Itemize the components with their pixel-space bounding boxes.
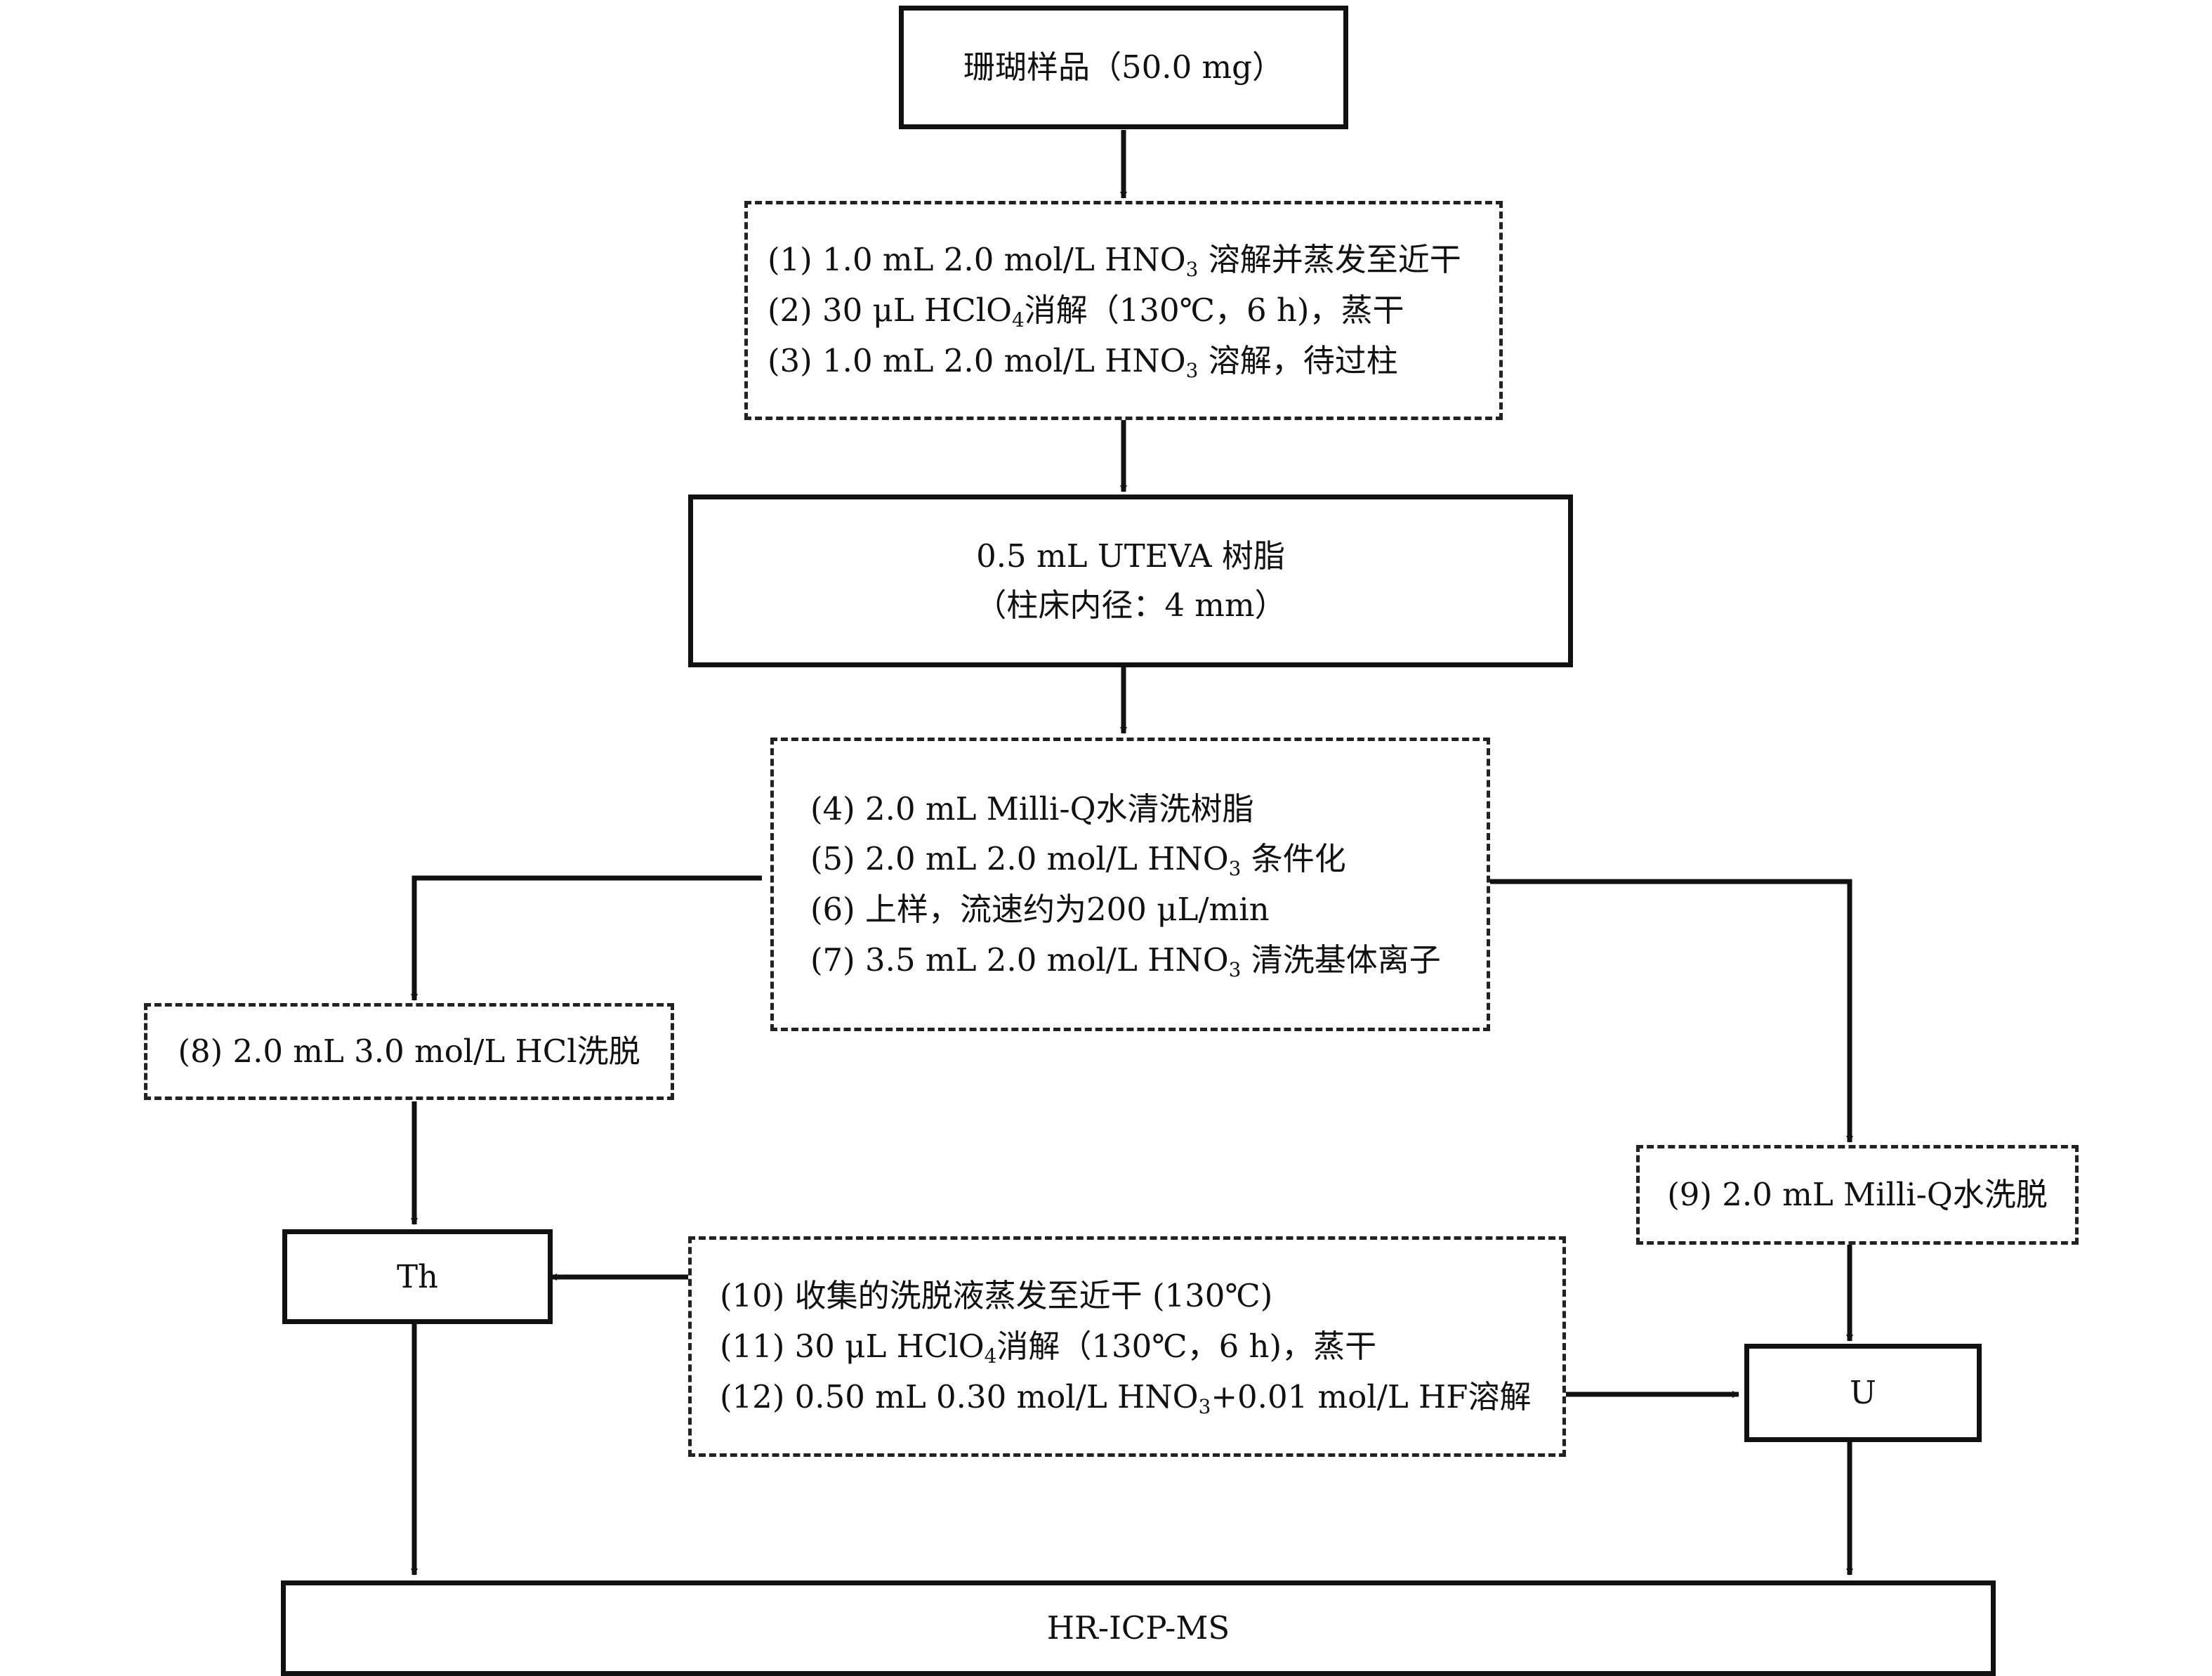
arrow-column-to-hcl bbox=[411, 875, 762, 1001]
final-step: (12) 0.50 mL 0.30 mol/L HNO3+0.01 mol/L … bbox=[720, 1377, 1532, 1418]
instrument-label: HR-ICP-MS bbox=[1046, 1609, 1230, 1647]
prep-step: (2) 30 μL HClO4消解（130℃，6 h)，蒸干 bbox=[768, 292, 1404, 332]
column-step: (7) 3.5 mL 2.0 mol/L HNO3 清洗基体离子 bbox=[810, 941, 1441, 981]
final-steps-box: (10) 收集的洗脱液蒸发至近干 (130℃) (11) 30 μL HClO4… bbox=[688, 1236, 1566, 1457]
instrument-box: HR-ICP-MS bbox=[281, 1580, 1996, 1676]
prep-steps-box: (1) 1.0 mL 2.0 mol/L HNO3 溶解并蒸发至近干 (2) 3… bbox=[744, 201, 1503, 420]
arrow-column-to-water bbox=[1482, 879, 1853, 1143]
final-step: (10) 收集的洗脱液蒸发至近干 (130℃) bbox=[720, 1277, 1273, 1315]
u-box: U bbox=[1744, 1344, 1982, 1442]
column-step: (4) 2.0 mL Milli-Q水清洗树脂 bbox=[810, 790, 1254, 827]
sample-label: 珊瑚样品（50.0 mg） bbox=[963, 48, 1284, 86]
column-steps-box: (4) 2.0 mL Milli-Q水清洗树脂 (5) 2.0 mL 2.0 m… bbox=[770, 738, 1490, 1031]
resin-line-2: （柱床内径：4 mm） bbox=[975, 587, 1286, 624]
u-elution-label: (9) 2.0 mL Milli-Q水洗脱 bbox=[1667, 1176, 2048, 1214]
column-step: (5) 2.0 mL 2.0 mol/L HNO3 条件化 bbox=[810, 840, 1346, 881]
prep-step: (1) 1.0 mL 2.0 mol/L HNO3 溶解并蒸发至近干 bbox=[768, 241, 1461, 282]
prep-step: (3) 1.0 mL 2.0 mol/L HNO3 溶解，待过柱 bbox=[768, 341, 1398, 382]
resin-line-1: 0.5 mL UTEVA 树脂 bbox=[976, 537, 1285, 575]
th-elution-box: (8) 2.0 mL 3.0 mol/L HCl洗脱 bbox=[144, 1003, 674, 1100]
th-box: Th bbox=[282, 1229, 553, 1324]
u-elution-box: (9) 2.0 mL Milli-Q水洗脱 bbox=[1636, 1145, 2079, 1245]
resin-box: 0.5 mL UTEVA 树脂 （柱床内径：4 mm） bbox=[688, 495, 1573, 667]
u-label: U bbox=[1850, 1374, 1876, 1412]
final-step: (11) 30 μL HClO4消解（130℃，6 h)，蒸干 bbox=[720, 1328, 1377, 1368]
sample-box: 珊瑚样品（50.0 mg） bbox=[899, 6, 1348, 129]
column-step: (6) 上样，流速约为200 μL/min bbox=[810, 891, 1270, 928]
th-elution-label: (8) 2.0 mL 3.0 mol/L HCl洗脱 bbox=[178, 1033, 640, 1071]
th-label: Th bbox=[397, 1257, 438, 1295]
